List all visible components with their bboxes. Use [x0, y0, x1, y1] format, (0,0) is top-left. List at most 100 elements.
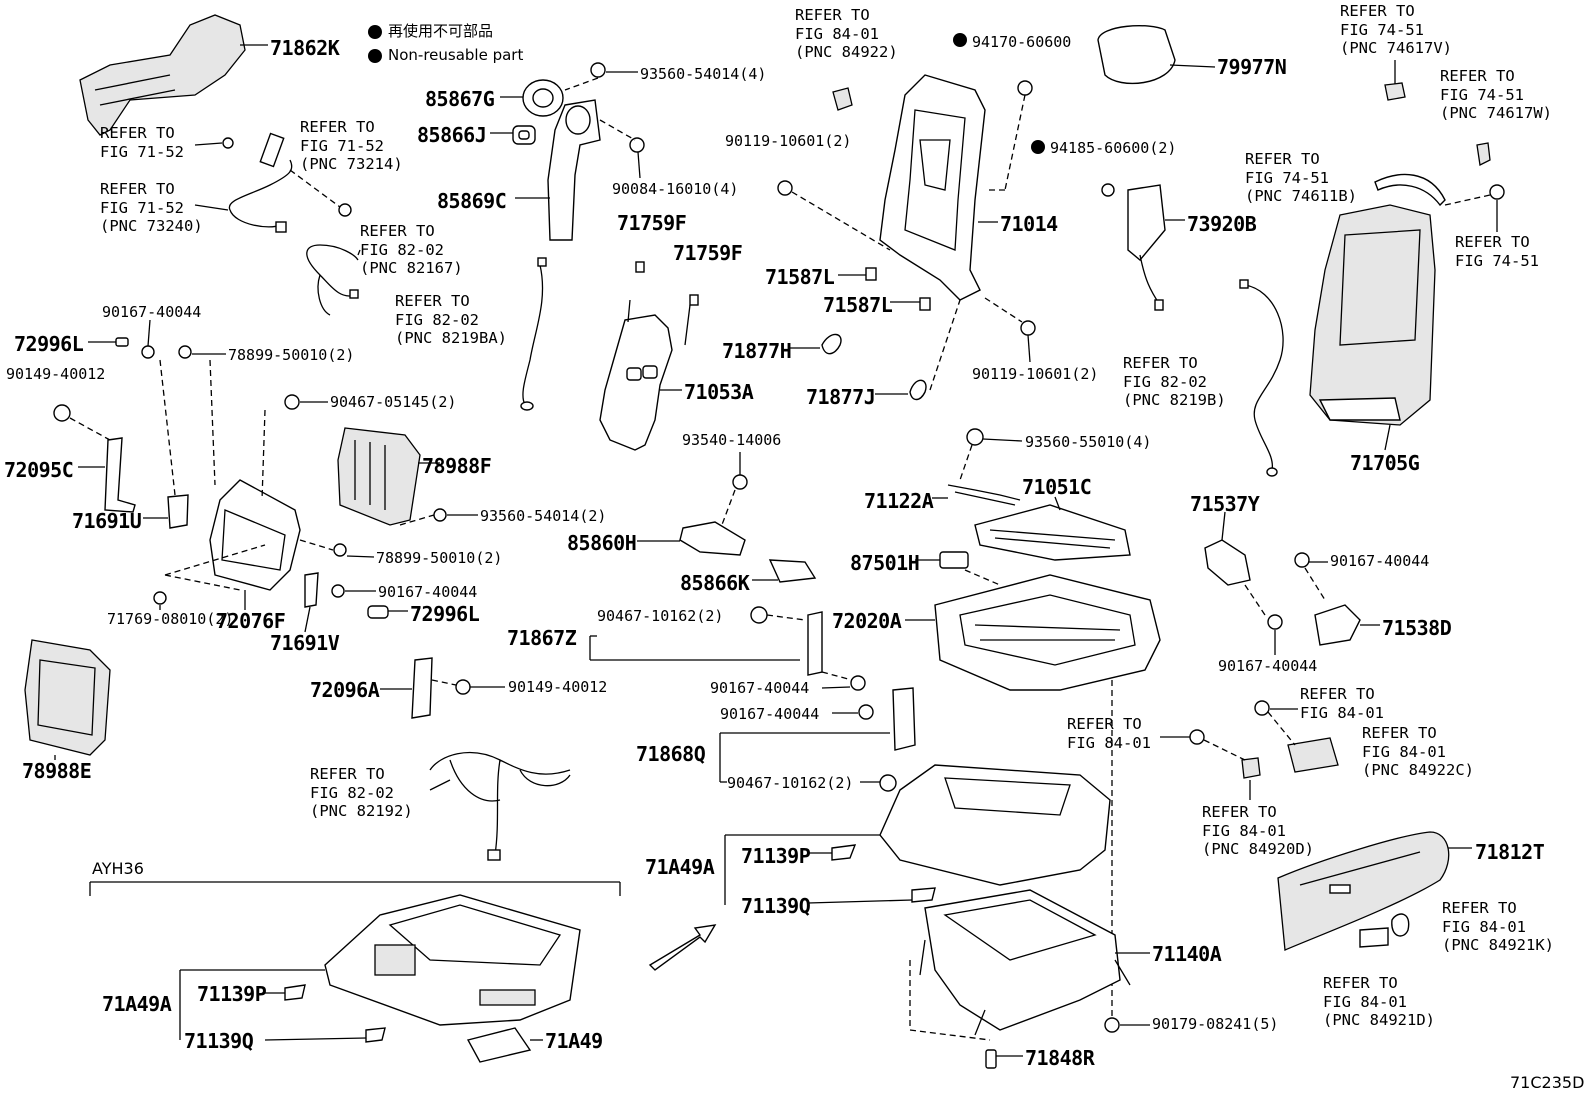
label-ref-74-51-pnc74611b[interactable]: REFER TO FIG 74-51 (PNC 74611B) [1245, 150, 1357, 205]
part-71759F-clip[interactable] [635, 261, 699, 306]
label-73920B[interactable]: 73920B [1187, 212, 1257, 236]
part-harness-8219B[interactable] [1239, 279, 1284, 477]
label-90149-40012-b[interactable]: 90149-40012 [508, 678, 608, 696]
label-90119-10601-2-a[interactable]: 90119-10601(2) [725, 132, 852, 150]
part-71537Y-bracket[interactable] [1204, 511, 1266, 616]
label-71877J[interactable]: 71877J [806, 385, 876, 409]
label-90467-10162-2-a[interactable]: 90467-10162(2) [597, 607, 724, 625]
label-71587L-b[interactable]: 71587L [823, 293, 893, 317]
part-87501H-module[interactable] [915, 551, 1001, 586]
part-71868Q-bracket[interactable] [719, 687, 916, 792]
label-71862K[interactable]: 71862K [270, 36, 340, 60]
label-90167-40044-b[interactable]: 90167-40044 [1330, 552, 1430, 570]
label-ref-74-51-pnc74617v[interactable]: REFER TO FIG 74-51 (PNC 74617V) [1340, 2, 1452, 57]
label-71139Q-a[interactable]: 71139Q [741, 894, 811, 918]
label-ref-82-02-pnc82167[interactable]: REFER TO FIG 82-02 (PNC 82167) [360, 222, 463, 277]
label-90179-08241-5[interactable]: 90179-08241(5) [1152, 1015, 1279, 1033]
clip-94170-60600[interactable] [953, 33, 1033, 96]
part-72996L-b[interactable] [367, 605, 408, 619]
label-85867G[interactable]: 85867G [425, 87, 495, 111]
part-71122A-spring[interactable] [932, 484, 1021, 506]
label-72095C[interactable]: 72095C [4, 458, 74, 482]
part-harness-73240[interactable] [194, 132, 352, 233]
part-85860H-actuator[interactable] [637, 521, 746, 556]
label-71537Y[interactable]: 71537Y [1190, 492, 1260, 516]
part-74611B-handle[interactable] [1374, 173, 1505, 232]
part-72096A-lever[interactable] [380, 657, 505, 719]
label-71769-08010-2[interactable]: 71769-08010(2) [107, 610, 234, 628]
part-71139Q-clip-a[interactable] [807, 887, 936, 904]
label-85869C[interactable]: 85869C [437, 189, 507, 213]
label-71812T[interactable]: 71812T [1475, 840, 1545, 864]
part-79977N-headrest[interactable] [1097, 25, 1216, 85]
part-71587L[interactable] [838, 267, 931, 311]
screw-93560-55010[interactable] [959, 428, 1023, 481]
label-71139P-b[interactable]: 71139P [197, 982, 267, 1006]
part-78988F-back-panel[interactable] [337, 427, 440, 526]
part-71139P-clip-b[interactable] [262, 984, 306, 1001]
part-71862K-side-cover[interactable] [79, 14, 268, 136]
label-90119-10601-2-b[interactable]: 90119-10601(2) [972, 365, 1099, 383]
label-90467-05145-2[interactable]: 90467-05145(2) [330, 393, 457, 411]
part-71053A-back-board[interactable] [599, 299, 691, 451]
part-85869C-bracket[interactable] [515, 99, 601, 241]
label-ref-84-01-pnc84922c[interactable]: REFER TO FIG 84-01 (PNC 84922C) [1362, 724, 1474, 779]
part-harness-82192[interactable] [429, 752, 571, 861]
label-71691V[interactable]: 71691V [270, 631, 340, 655]
part-84921D-knob[interactable] [1359, 927, 1389, 948]
label-72996L-b[interactable]: 72996L [410, 602, 480, 626]
label-71848R[interactable]: 71848R [1025, 1046, 1095, 1070]
part-71A49A-riser-AYH36[interactable] [179, 894, 581, 1040]
label-90167-40044-c[interactable]: 90167-40044 [378, 583, 478, 601]
screw-93540-14006[interactable] [719, 452, 748, 531]
screw-78899-50010-a[interactable] [178, 345, 226, 486]
label-ref-84-01-pnc84921k[interactable]: REFER TO FIG 84-01 (PNC 84921K) [1442, 899, 1554, 954]
label-ref-82-02-pnc82192[interactable]: REFER TO FIG 82-02 (PNC 82192) [310, 765, 413, 820]
label-94185-60600-2[interactable]: 94185-60600(2) [1050, 139, 1177, 157]
label-ref-71-52-pnc73214[interactable]: REFER TO FIG 71-52 (PNC 73214) [300, 118, 403, 173]
label-85866K[interactable]: 85866K [680, 571, 750, 595]
label-85866J[interactable]: 85866J [417, 123, 487, 147]
label-72076F[interactable]: 72076F [216, 609, 286, 633]
label-90167-40044-f[interactable]: 90167-40044 [720, 705, 820, 723]
label-90167-40044-a[interactable]: 90167-40044 [102, 303, 202, 321]
label-94170-60600[interactable]: 94170-60600 [972, 33, 1072, 51]
label-71868Q[interactable]: 71868Q [636, 742, 706, 766]
part-90179-08241-nut[interactable] [1104, 1017, 1150, 1033]
label-71140A[interactable]: 71140A [1152, 942, 1222, 966]
clip-90467-05145[interactable] [261, 394, 328, 501]
label-90167-40044-e[interactable]: 90167-40044 [710, 679, 810, 697]
part-74617V[interactable] [1384, 60, 1406, 101]
label-71759F-a[interactable]: 71759F [617, 211, 687, 235]
part-84921K-knob[interactable] [1391, 913, 1410, 937]
part-71691U-cover[interactable] [143, 494, 189, 529]
screw-90149-40012-a[interactable] [53, 404, 111, 441]
label-85860H[interactable]: 85860H [567, 531, 637, 555]
screw-71769-08010[interactable] [153, 591, 167, 610]
label-ref-71-52-a[interactable]: REFER TO FIG 71-52 [100, 124, 184, 161]
label-79977N[interactable]: 79977N [1217, 55, 1287, 79]
label-71139P-a[interactable]: 71139P [741, 844, 811, 868]
part-71812T-side-shield[interactable] [1277, 831, 1472, 951]
part-71691V-cover[interactable] [304, 572, 319, 633]
part-71139Q-clip-b[interactable] [264, 1027, 386, 1043]
label-93560-55010-4[interactable]: 93560-55010(4) [1025, 433, 1152, 451]
part-72095C-lever[interactable] [78, 437, 136, 513]
label-78988E[interactable]: 78988E [22, 759, 92, 783]
part-72020A-seat-frame[interactable] [905, 574, 1161, 691]
label-71691U[interactable]: 71691U [72, 509, 142, 533]
part-78988E-back-panel[interactable] [24, 639, 111, 760]
label-ref-74-51-pnc74617w[interactable]: REFER TO FIG 74-51 (PNC 74617W) [1440, 67, 1552, 122]
part-84922-switch[interactable] [832, 87, 853, 111]
label-87501H[interactable]: 87501H [850, 551, 920, 575]
part-harness-8219BA[interactable] [520, 257, 547, 411]
part-71877J-cover[interactable] [875, 299, 961, 401]
part-71051C-springs[interactable] [974, 496, 1131, 561]
part-71139P-clip-a[interactable] [808, 844, 857, 861]
label-78988F[interactable]: 78988F [422, 454, 492, 478]
part-74617W[interactable] [1476, 142, 1491, 166]
part-71848R-clip[interactable] [985, 1049, 1023, 1069]
label-90467-10162-2-b[interactable]: 90467-10162(2) [727, 774, 854, 792]
part-71140A-riser[interactable] [909, 889, 1150, 1041]
label-ref-71-52-pnc73240[interactable]: REFER TO FIG 71-52 (PNC 73240) [100, 180, 203, 235]
